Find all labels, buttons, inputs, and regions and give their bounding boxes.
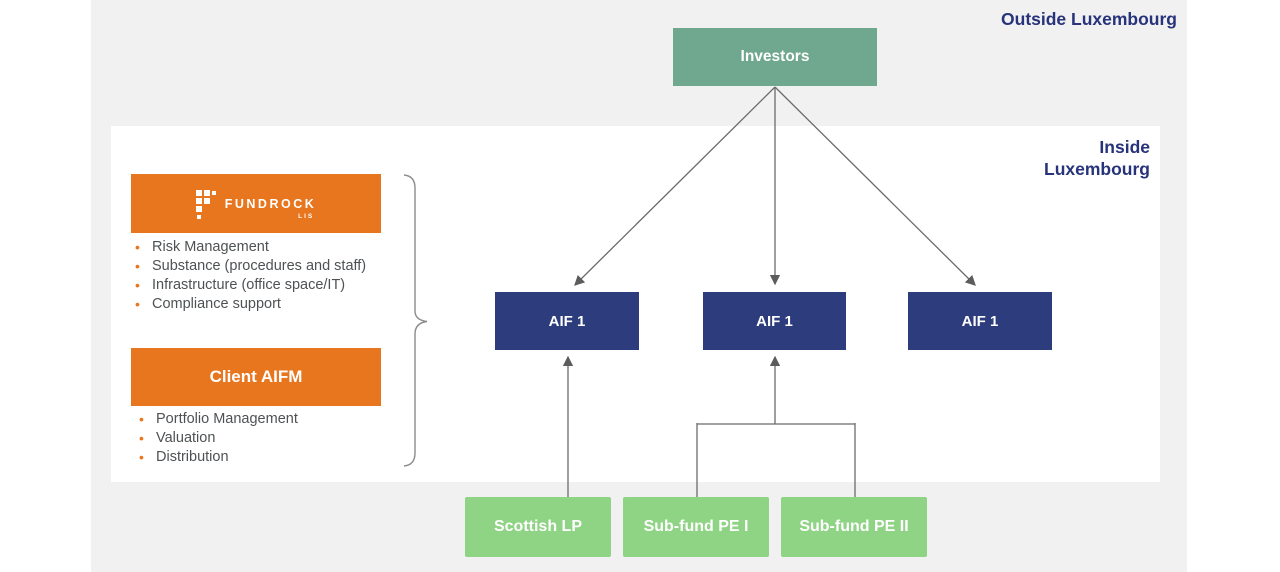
subfund-pe1-label: Sub-fund PE I	[643, 518, 749, 535]
service-item: Portfolio Management	[135, 410, 415, 429]
service-item: Compliance support	[131, 295, 411, 314]
fundrock-wordmark: FUNDROCK LIS	[225, 197, 317, 220]
client-aifm-box: Client AIFM	[131, 348, 381, 406]
subfund-pe1-box: Sub-fund PE I	[623, 497, 769, 557]
service-item: Substance (procedures and staff)	[131, 257, 411, 276]
fundrock-dots-icon	[195, 189, 219, 219]
fundrock-suffix: LIS	[298, 212, 315, 220]
scottish-lp-box: Scottish LP	[465, 497, 611, 557]
fundrock-lis-box: FUNDROCK LIS	[131, 174, 381, 233]
aif1-box-left: AIF 1	[495, 292, 639, 350]
subfund-pe2-label: Sub-fund PE II	[799, 518, 909, 535]
service-item: Risk Management	[131, 238, 411, 257]
investors-box: Investors	[673, 28, 877, 86]
fundrock-services-list: Risk Management Substance (procedures an…	[131, 238, 411, 314]
aif1-box-middle: AIF 1	[703, 292, 846, 350]
service-item: Distribution	[135, 448, 415, 467]
aif1-middle-label: AIF 1	[756, 312, 793, 330]
inside-label-line1: Inside	[1099, 137, 1150, 157]
client-aifm-label: Client AIFM	[209, 367, 303, 386]
investors-label: Investors	[740, 48, 810, 65]
aif1-box-right: AIF 1	[908, 292, 1052, 350]
inside-luxembourg-label: Inside Luxembourg	[1044, 136, 1150, 180]
subfund-pe2-box: Sub-fund PE II	[781, 497, 927, 557]
scottish-lp-label: Scottish LP	[493, 518, 582, 535]
aif1-left-label: AIF 1	[548, 312, 586, 330]
fundrock-logo: FUNDROCK LIS	[195, 188, 317, 220]
client-aifm-services-list: Portfolio Management Valuation Distribut…	[135, 410, 415, 467]
aif1-right-label: AIF 1	[961, 312, 999, 330]
inside-label-line2: Luxembourg	[1044, 159, 1150, 179]
outside-luxembourg-label: Outside Luxembourg	[1001, 9, 1177, 29]
service-item: Valuation	[135, 429, 415, 448]
fundrock-name: FUNDROCK	[224, 196, 317, 211]
service-item: Infrastructure (office space/IT)	[131, 276, 411, 295]
